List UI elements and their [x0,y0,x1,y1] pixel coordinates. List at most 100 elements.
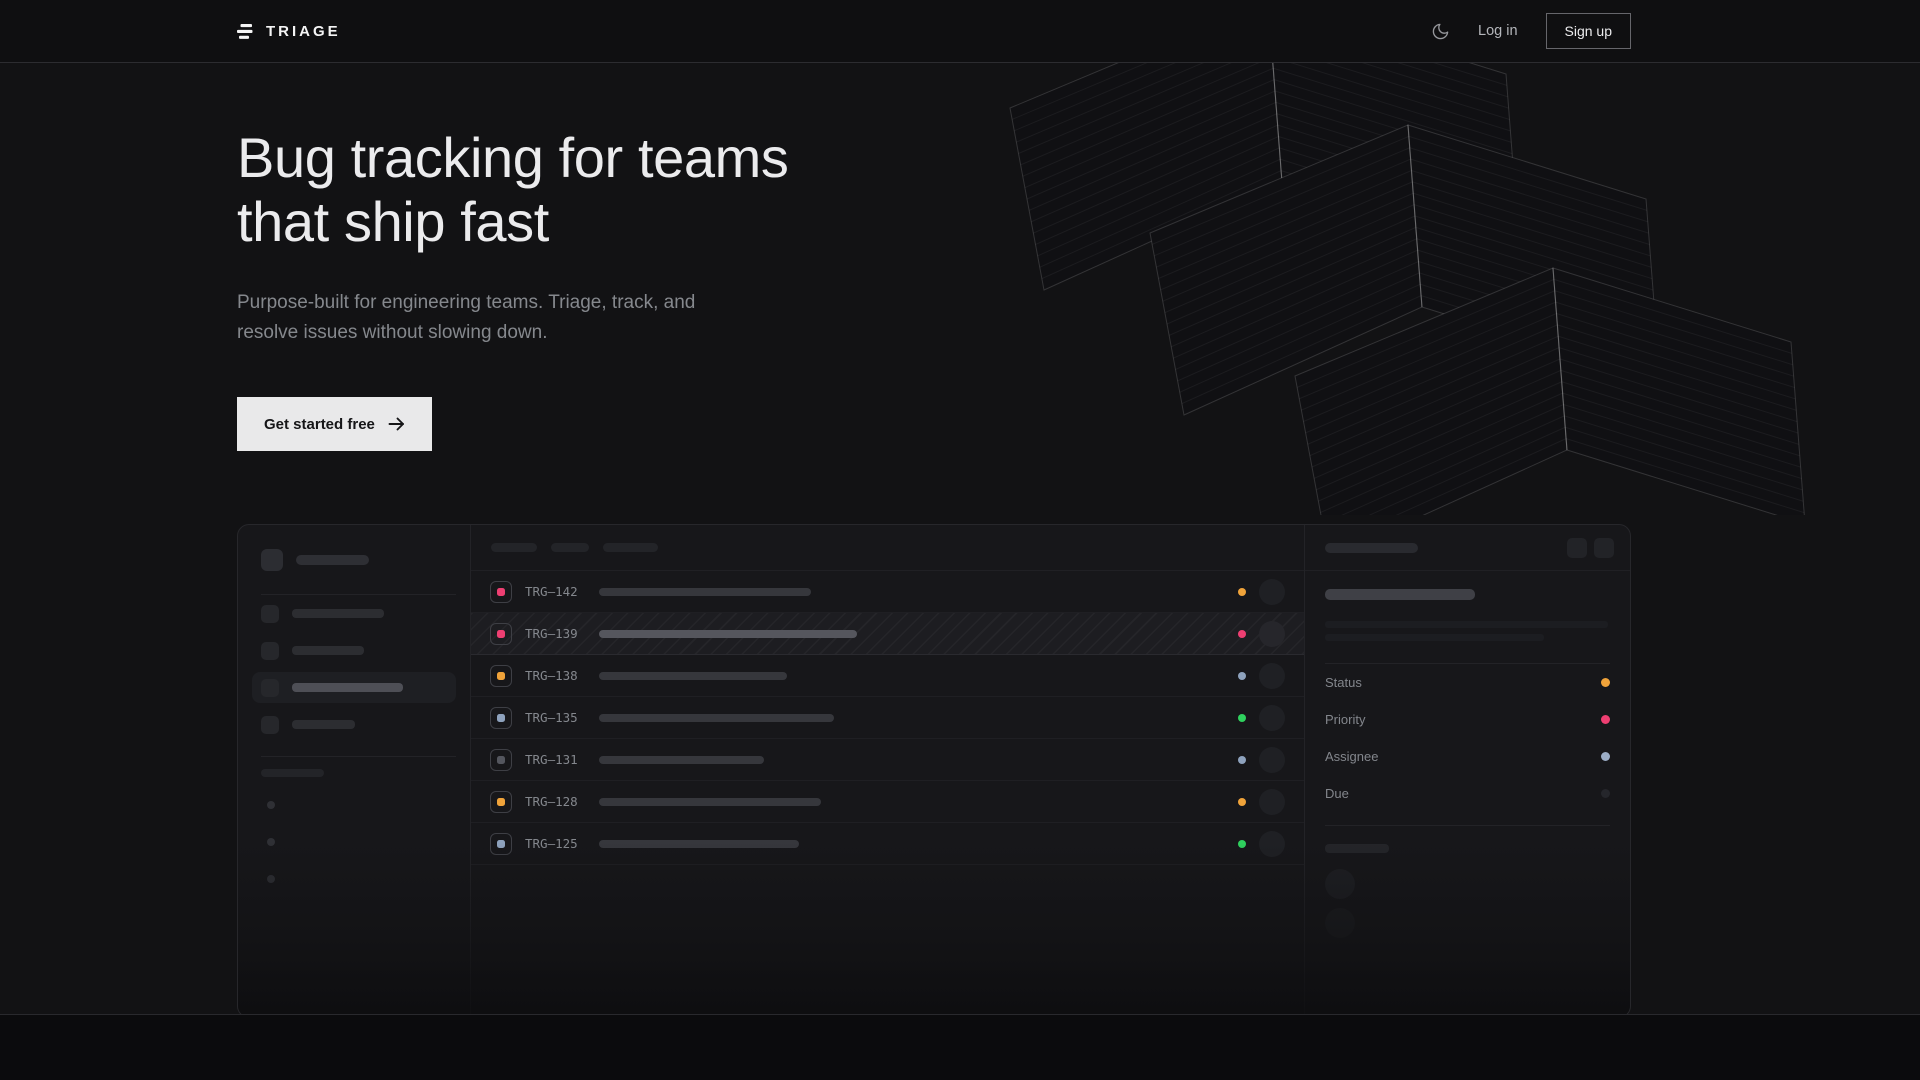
issue-type-dot [497,755,505,764]
issue-id: TRG–125 [525,836,578,851]
issue-row[interactable]: TRG–131 [471,739,1304,781]
detail-description-placeholder [1325,634,1544,641]
issue-type-icon [490,832,512,855]
page-footer [0,1014,1920,1080]
detail-description-placeholder [1325,621,1608,628]
issue-type-icon [490,664,512,687]
detail-field-value-dot [1601,752,1610,761]
issue-type-icon [490,580,512,603]
issue-id: TRG–128 [525,794,578,809]
sidebar-dot-placeholder [267,801,275,809]
sign-up-button[interactable]: Sign up [1545,13,1631,49]
theme-toggle-button[interactable] [1431,22,1450,41]
issue-type-dot [497,713,505,722]
detail-field-value-dot [1601,789,1610,798]
issue-row[interactable]: TRG–138 [471,655,1304,697]
issue-assignee-avatar [1259,746,1285,773]
detail-title-placeholder [1325,589,1475,600]
issue-status-dot [1238,629,1246,638]
detail-field-label: Status [1325,675,1362,690]
issue-row[interactable]: TRG–128 [471,781,1304,823]
issue-type-dot [497,797,505,806]
sidebar-item-icon-placeholder [261,715,279,734]
sidebar-item-label-placeholder [292,609,384,618]
sidebar-item-icon-placeholder [261,604,279,623]
top-nav-inner: TRIAGE Log in Sign up [237,0,1631,62]
detail-field-label: Due [1325,786,1349,801]
issue-type-dot [497,671,505,680]
sidebar-footer-dots [261,801,470,883]
issue-type-dot [497,839,505,848]
top-nav: TRIAGE Log in Sign up [0,0,1920,63]
detail-avatar-placeholder [1325,869,1355,899]
detail-field-due[interactable]: Due [1325,775,1610,812]
issue-id: TRG–138 [525,668,578,683]
issue-status-dot [1238,713,1246,722]
sidebar-item-skeleton-1[interactable] [261,595,470,632]
get-started-button[interactable]: Get started free [237,397,432,451]
list-filter-pill-placeholder-2[interactable] [551,543,589,552]
sidebar-item-skeleton-4[interactable] [261,706,470,743]
issue-type-icon [490,790,512,813]
issue-row[interactable]: TRG–135 [471,697,1304,739]
hero-subtext: Purpose-built for engineering teams. Tri… [237,288,695,348]
issue-row[interactable]: TRG–142 [471,571,1304,613]
sidebar-item-skeleton-2[interactable] [261,632,470,669]
detail-header [1305,525,1630,571]
list-filter-pill-placeholder-3[interactable] [603,543,658,552]
brand-logo[interactable]: TRIAGE [237,23,341,40]
hero-subtext-line2: resolve issues without slowing down. [237,322,548,343]
sidebar-item-skeleton-3[interactable] [252,669,470,706]
detail-field-value-dot [1601,715,1610,724]
workspace-switcher-skeleton[interactable] [261,549,470,571]
issue-row[interactable]: TRG–139 [471,613,1304,655]
detail-field-label: Assignee [1325,749,1379,764]
issue-assignee-avatar [1259,704,1285,731]
detail-avatar-placeholder [1325,908,1355,938]
detail-field-assignee[interactable]: Assignee [1325,738,1610,775]
hero-heading: Bug tracking for teams that ship fast [237,126,789,254]
detail-action-button-placeholder[interactable] [1567,537,1587,558]
moon-icon [1432,23,1449,39]
issue-title-placeholder [599,713,834,722]
arrow-right-icon [388,417,404,431]
issue-type-icon [490,622,512,645]
detail-field-status[interactable]: Status [1325,664,1610,701]
issue-assignee-avatar [1259,830,1285,857]
detail-header-title-placeholder [1325,542,1418,553]
issue-type-icon [490,706,512,729]
issue-title-placeholder [599,839,799,848]
issue-title-placeholder [599,797,821,806]
issue-type-dot [497,587,505,596]
hero-subtext-line1: Purpose-built for engineering teams. Tri… [237,292,696,313]
issue-assignee-avatar [1259,662,1285,689]
detail-field-priority[interactable]: Priority [1325,701,1610,738]
sidebar-divider [261,756,456,757]
sidebar-item-icon-placeholder [261,678,279,697]
nav-actions: Log in Sign up [1431,13,1631,49]
log-in-link[interactable]: Log in [1478,23,1518,39]
issue-title-placeholder [599,671,787,680]
sidebar-item-icon-placeholder [261,641,279,660]
issue-id: TRG–135 [525,710,578,725]
issue-row[interactable]: TRG–125 [471,823,1304,865]
sidebar-dot-placeholder [267,875,275,883]
detail-action-button-placeholder[interactable] [1594,537,1614,558]
issue-title-placeholder [599,755,764,764]
detail-field-label: Priority [1325,712,1366,727]
workspace-name-placeholder [296,555,369,565]
issue-title-placeholder [599,587,811,596]
sidebar-divider [261,594,456,595]
workspace-avatar-placeholder [261,549,283,571]
issue-status-dot [1238,797,1246,806]
issue-type-icon [490,748,512,771]
issue-assignee-avatar [1259,578,1285,605]
list-filter-pill-placeholder-1[interactable] [491,543,537,552]
detail-activity-label-placeholder [1325,844,1389,853]
